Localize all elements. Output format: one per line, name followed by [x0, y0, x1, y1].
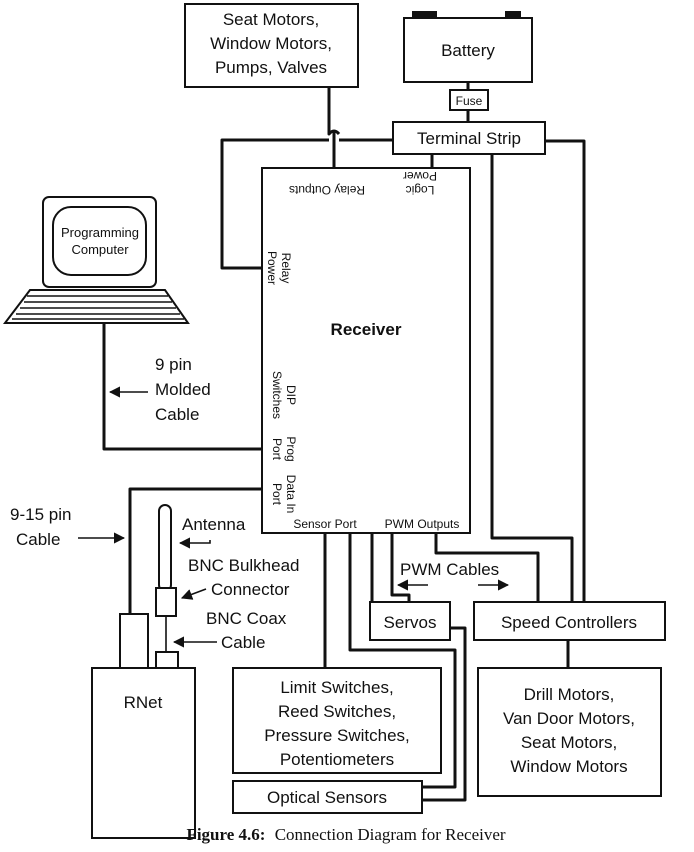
rnet-data-connector [119, 613, 149, 669]
battery-terminal-left [412, 11, 437, 18]
terminal-strip-label: Terminal Strip [417, 129, 521, 148]
port-relay-power-line-2: Power [265, 251, 279, 285]
wire-9-15-pin-cable [128, 487, 262, 614]
drill-motors-line-3: Seat Motors, [521, 733, 617, 752]
wire-pwm-speed [434, 533, 540, 602]
bnc-bulkhead-arrow [180, 588, 207, 600]
bnc-bulkhead-label: BNC Bulkhead Connector [180, 556, 300, 600]
rnet-unit: RNet [91, 613, 196, 839]
wires [102, 78, 586, 802]
seat-motors-top-box: Seat Motors, Window Motors, Pumps, Valve… [184, 3, 359, 88]
wire-sensor-optical-2 [370, 533, 467, 802]
antenna-arrow [178, 537, 211, 549]
nine-pin-line-3: Cable [155, 405, 199, 424]
fuse-label: Fuse [456, 94, 483, 108]
antenna-icon [155, 504, 177, 617]
nine-pin-line-2: Molded [155, 380, 211, 399]
port-dip-switches-line-2: Switches [270, 371, 284, 419]
rnet-bnc-socket [155, 651, 179, 669]
terminal-strip-box: Terminal Strip [392, 121, 546, 155]
limit-switches-line-1: Limit Switches, [280, 678, 393, 697]
nine-pin-cable-label: 9 pin Molded Cable [108, 355, 211, 424]
programming-computer-line-1: Programming [61, 225, 139, 240]
programming-computer-line-2: Computer [71, 242, 129, 257]
port-relay-outputs: Relay Outputs [289, 183, 365, 197]
port-prog-port-line-2: Port [270, 438, 284, 461]
bnc-coax-line-2: Cable [221, 633, 265, 652]
speed-controllers-box: Speed Controllers [473, 601, 666, 641]
bnc-coax-label: BNC Coax Cable [172, 609, 287, 652]
bnc-bulkhead-line-1: BNC Bulkhead [188, 556, 300, 575]
servos-box: Servos [369, 601, 451, 641]
receiver-box: Receiver Relay Outputs Logic Power Relay… [261, 167, 471, 534]
bnc-coax-line-1: BNC Coax [206, 609, 287, 628]
pwm-cables-text: PWM Cables [400, 560, 499, 579]
wire-relay-power [220, 138, 393, 270]
figure-title: Connection Diagram for Receiver [275, 825, 506, 844]
port-logic-power-line-1: Logic [406, 183, 435, 197]
port-prog-port-line-1: Prog [284, 436, 298, 461]
fuse-box: Fuse [449, 89, 489, 111]
seat-motors-top-line-1: Seat Motors, [223, 10, 319, 29]
port-data-in-line-2: Port [270, 483, 284, 506]
port-sensor: Sensor Port [293, 517, 357, 531]
nine-fifteen-pin-line-2: Cable [16, 530, 60, 549]
wire-relay-outputs [327, 78, 341, 168]
wire-9pin-cable [102, 323, 262, 451]
nine-pin-line-1: 9 pin [155, 355, 192, 374]
seat-motors-top-line-2: Window Motors, [210, 34, 332, 53]
receiver-label: Receiver [331, 320, 402, 339]
antenna-label: Antenna [178, 515, 246, 549]
wire-pwm-servos [390, 533, 411, 602]
port-data-in-line-1: Data In [284, 475, 298, 514]
seat-motors-top-line-3: Pumps, Valves [215, 58, 327, 77]
limit-switches-line-2: Reed Switches, [278, 702, 396, 721]
antenna-text: Antenna [182, 515, 246, 534]
limit-switches-line-3: Pressure Switches, [264, 726, 410, 745]
speed-controllers-label: Speed Controllers [501, 613, 637, 632]
limit-switches-line-4: Potentiometers [280, 750, 394, 769]
wire-sensor-optical-1 [348, 533, 457, 789]
port-dip-switches-line-1: DIP [284, 385, 298, 405]
rnet-label: RNet [124, 693, 163, 712]
wire-terminal-speed-outer [545, 139, 586, 602]
pwm-cables-label: PWM Cables [396, 560, 510, 591]
nine-fifteen-pin-line-1: 9-15 pin [10, 505, 71, 524]
battery-label: Battery [441, 41, 495, 60]
figure-caption: Figure 4.6: Connection Diagram for Recei… [186, 825, 505, 844]
servos-label: Servos [384, 613, 437, 632]
port-logic-power-line-2: Power [403, 169, 437, 183]
port-relay-power-line-1: Relay [279, 253, 293, 284]
keyboard-icon [2, 289, 190, 324]
drill-motors-box: Drill Motors, Van Door Motors, Seat Moto… [477, 667, 662, 797]
battery-box: Battery [403, 11, 533, 83]
programming-computer: Programming Computer [2, 196, 190, 324]
optical-sensors-box: Optical Sensors [232, 780, 423, 814]
bnc-bulkhead-line-2: Connector [211, 580, 290, 599]
drill-motors-line-2: Van Door Motors, [503, 709, 635, 728]
battery-terminal-right [505, 11, 521, 18]
drill-motors-line-1: Drill Motors, [524, 685, 615, 704]
keyboard-keys-icon [12, 295, 184, 320]
drill-motors-line-4: Window Motors [510, 757, 627, 776]
figure-number: Figure 4.6: [186, 825, 265, 844]
limit-switches-box: Limit Switches, Reed Switches, Pressure … [232, 667, 442, 774]
optical-sensors-label: Optical Sensors [267, 788, 387, 807]
wire-terminal-speed-inner [490, 154, 574, 602]
bnc-bulkhead-connector-icon [155, 587, 177, 617]
port-pwm-outputs: PWM Outputs [385, 517, 460, 531]
nine-fifteen-pin-label: 9-15 pin Cable [10, 505, 126, 549]
